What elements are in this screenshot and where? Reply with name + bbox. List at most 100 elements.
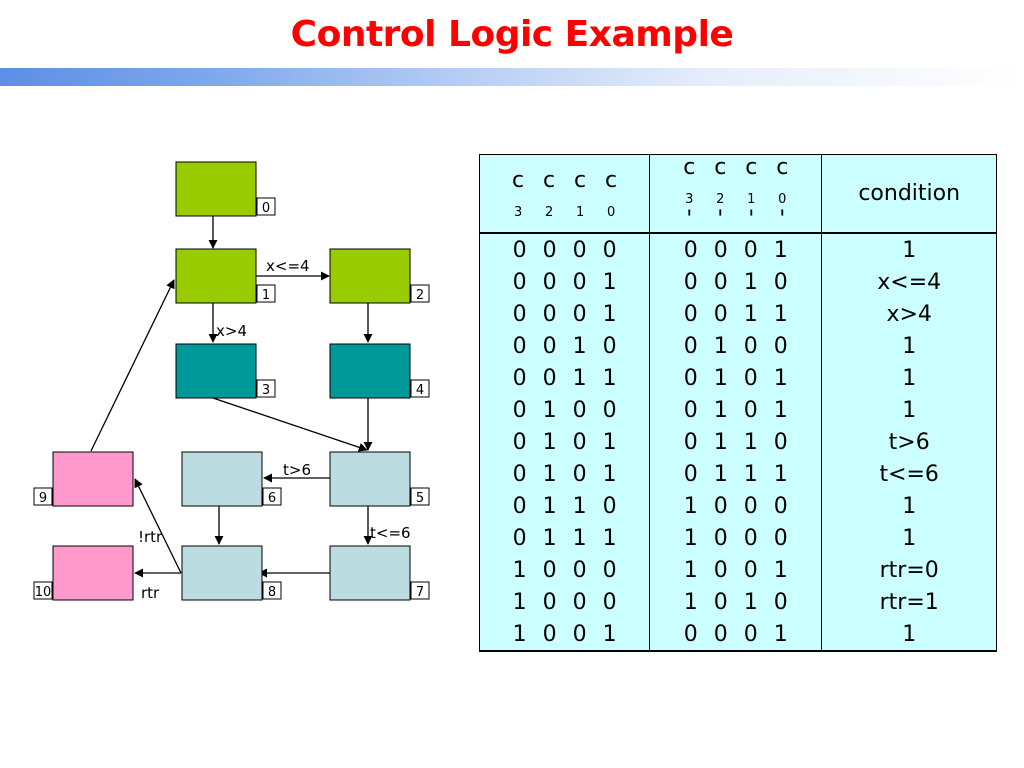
bit-value: 0: [743, 333, 758, 359]
edge-label-x-le-4: x<=4: [266, 257, 310, 275]
title-underline-bar: [0, 68, 1024, 86]
edge-9-1: [90, 279, 175, 452]
bit-value: 0: [743, 493, 758, 519]
condition-cell: rtr=0: [821, 554, 997, 586]
bit-value: 0: [512, 397, 527, 423]
bit-value: 1: [542, 429, 557, 455]
bit-value: 1: [572, 525, 587, 551]
condition-cell: 1: [821, 330, 997, 362]
bit-value: 1: [773, 557, 788, 583]
node-id-labels: 0 1 2 3 4 5 6 7 8 9 10: [35, 201, 424, 600]
bit-value: 1: [683, 525, 698, 551]
bit-value: 0: [512, 237, 527, 263]
edge-labels: x<=4 x>4 t>6 t<=6 !rtr rtr: [138, 257, 411, 602]
bit-value: 1: [773, 365, 788, 391]
bit-value: 1: [602, 621, 617, 647]
bit-value: 0: [572, 557, 587, 583]
bit-value: 0: [713, 301, 728, 327]
bit-value: 1: [542, 493, 557, 519]
node-id-8: 8: [268, 585, 276, 600]
bit-value: 0: [713, 525, 728, 551]
bit-value: 1: [683, 557, 698, 583]
condition-cell: 1: [821, 362, 997, 394]
condition-cell: 1: [821, 233, 997, 266]
condition-cell: rtr=1: [821, 586, 997, 618]
state-node-5: [329, 451, 411, 507]
bit-value: 0: [572, 461, 587, 487]
bit-value: 0: [542, 269, 557, 295]
condition-cell: t>6: [821, 426, 997, 458]
bit-value: 0: [542, 301, 557, 327]
diagram-nodes: [52, 161, 411, 601]
bit-value: 1: [542, 461, 557, 487]
edge-label-not-rtr: !rtr: [138, 528, 163, 546]
bit-value: 0: [743, 557, 758, 583]
edge-8-9: [134, 478, 182, 574]
header-next-state: c3'c2'c1'c0': [649, 154, 823, 234]
bit-value: 1: [773, 301, 788, 327]
bit-value: 1: [743, 589, 758, 615]
edge-label-t-gt-6: t>6: [283, 461, 311, 479]
edge-label-rtr: rtr: [141, 584, 160, 602]
bit-value: 1: [713, 333, 728, 359]
bit-value: 1: [602, 461, 617, 487]
condition-cell: 1: [821, 618, 997, 652]
bit-value: 0: [713, 493, 728, 519]
bit-value: 0: [683, 301, 698, 327]
bit-value: 0: [512, 333, 527, 359]
bit-value: 0: [572, 269, 587, 295]
bit-value: 0: [512, 365, 527, 391]
bit-value: 0: [572, 237, 587, 263]
bit-value: 0: [713, 621, 728, 647]
bit-value: 0: [602, 557, 617, 583]
bit-value: 0: [683, 269, 698, 295]
bit-value: 0: [572, 429, 587, 455]
state-node-9: [52, 451, 134, 507]
node-id-box-4: [410, 379, 430, 398]
bit-value: 0: [713, 589, 728, 615]
state-node-0: [175, 161, 257, 217]
bit-value: 0: [743, 397, 758, 423]
state-node-7: [329, 545, 411, 601]
bit-value: 0: [512, 301, 527, 327]
bit-value: 0: [773, 333, 788, 359]
bit-value: 0: [713, 269, 728, 295]
bit-value: 0: [542, 333, 557, 359]
bit-value: 0: [713, 237, 728, 263]
bit-value: 0: [542, 557, 557, 583]
condition-cell: x>4: [821, 298, 997, 330]
state-node-2: [329, 248, 411, 304]
bit-value: 0: [602, 397, 617, 423]
node-id-5: 5: [416, 491, 424, 506]
bit-value: 0: [683, 621, 698, 647]
bit-value: 0: [743, 621, 758, 647]
edge-3-5: [212, 397, 368, 452]
bit-value: 0: [512, 429, 527, 455]
node-id-box-9: [33, 487, 53, 506]
bit-value: 1: [713, 429, 728, 455]
node-id-6: 6: [268, 491, 276, 506]
node-id-1: 1: [262, 288, 270, 303]
node-id-box-8: [262, 581, 282, 600]
bit-value: 1: [773, 621, 788, 647]
node-id-4: 4: [416, 383, 424, 398]
bit-value: 0: [683, 333, 698, 359]
bit-value: 1: [773, 461, 788, 487]
bit-value: 1: [512, 621, 527, 647]
bit-value: 1: [743, 429, 758, 455]
